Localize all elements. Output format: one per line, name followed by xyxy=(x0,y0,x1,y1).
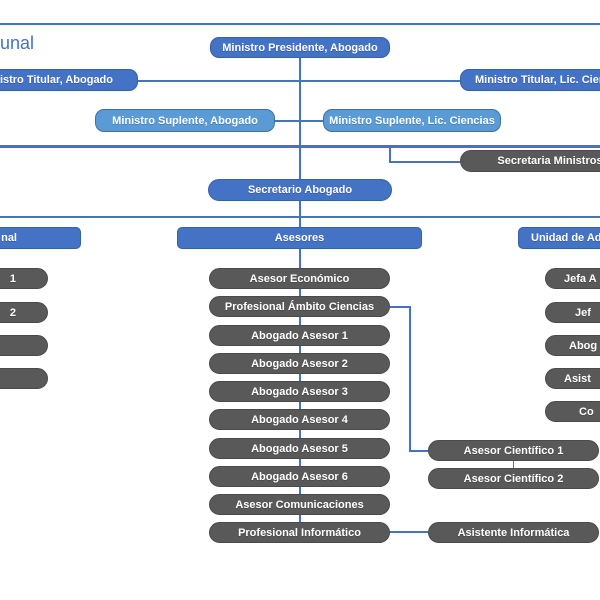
node-ministro-suplente-abogado: Ministro Suplente, Abogado xyxy=(95,109,275,132)
node-abogado-asesor-5: Abogado Asesor 5 xyxy=(209,438,390,459)
connector-secretario-top xyxy=(299,148,301,179)
node-left-item-4 xyxy=(0,368,48,389)
top-rule xyxy=(0,23,600,25)
connector-profesional-right xyxy=(390,306,410,308)
node-profesional-ambito-ciencias: Profesional Ámbito Ciencias xyxy=(209,296,390,317)
node-abogado-asesor-2: Abogado Asesor 2 xyxy=(209,353,390,374)
connector-informatico-right xyxy=(390,531,428,533)
header-unidad-administracion: Unidad de Ad xyxy=(518,227,600,249)
node-ministro-suplente-ciencias: Ministro Suplente, Lic. Ciencias xyxy=(323,109,501,132)
node-asesor-comunicaciones: Asesor Comunicaciones xyxy=(209,494,390,515)
node-ministro-titular-ciencias: Ministro Titular, Lic. Ciencias xyxy=(460,69,600,91)
node-asistente-informatica: Asistente Informática xyxy=(428,522,599,543)
connector-cientificos-mid xyxy=(512,461,514,468)
node-right-item-5: Co xyxy=(545,401,600,422)
connector-secretaria-down xyxy=(389,146,391,162)
node-right-item-3: Abog xyxy=(545,335,600,356)
node-secretario-abogado: Secretario Abogado xyxy=(208,179,392,201)
node-abogado-asesor-4: Abogado Asesor 4 xyxy=(209,409,390,430)
node-secretaria-ministros: Secretaria Ministros xyxy=(460,150,600,172)
node-asesor-cientifico-2: Asesor Científico 2 xyxy=(428,468,599,489)
node-right-item-1: Jefa A xyxy=(545,268,600,289)
connector-secretaria-right xyxy=(389,161,460,163)
node-abogado-asesor-6: Abogado Asesor 6 xyxy=(209,466,390,487)
node-asesor-economico: Asesor Económico xyxy=(209,268,390,289)
node-abogado-asesor-3: Abogado Asesor 3 xyxy=(209,381,390,402)
node-ministro-titular-abogado: Ministro Titular, Abogado xyxy=(0,69,138,91)
page-title: unal xyxy=(0,33,35,53)
node-left-item-3 xyxy=(0,335,48,356)
node-right-item-4: Asist xyxy=(545,368,600,389)
connector-secretario-bottom xyxy=(299,201,301,228)
node-profesional-informatico: Profesional Informático xyxy=(209,522,390,543)
node-right-item-2: Jef xyxy=(545,302,600,323)
node-asesor-cientifico-1: Asesor Científico 1 xyxy=(428,440,599,461)
connector-presidente-down xyxy=(299,58,301,146)
connector-cientifico-in xyxy=(409,450,428,452)
ministros-divider-rule xyxy=(0,145,600,148)
node-ministro-presidente: Ministro Presidente, Abogado xyxy=(210,37,390,58)
node-abogado-asesor-1: Abogado Asesor 1 xyxy=(209,325,390,346)
header-left-unit: nal xyxy=(0,227,81,249)
node-left-item-1: 1 xyxy=(0,268,48,289)
connector-branch-down xyxy=(409,306,411,451)
header-asesores: Asesores xyxy=(177,227,422,249)
connector-titulares xyxy=(138,80,460,82)
node-left-item-2: 2 xyxy=(0,302,48,323)
connector-suplentes xyxy=(273,120,323,122)
